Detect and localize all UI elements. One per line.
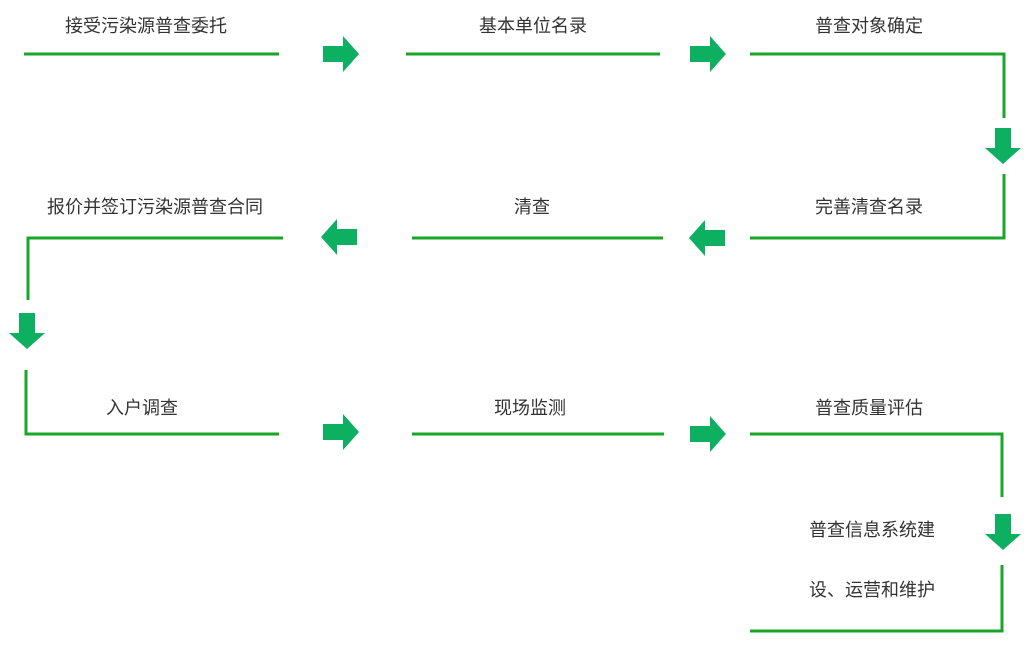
step-4-label: 完善清查名录 (815, 197, 923, 218)
arrow-down-3-icon (985, 514, 1021, 550)
connector-10 (750, 565, 1004, 633)
step-8-label: 现场监测 (494, 398, 566, 419)
flow-arrows (9, 36, 1021, 550)
step-9-label: 普查质量评估 (815, 398, 923, 419)
arrow-right-2-icon (690, 36, 726, 72)
arrow-right-3-icon (323, 414, 359, 450)
arrow-left-2-icon (689, 220, 725, 256)
connector-3 (750, 52, 1006, 118)
connector-6 (26, 236, 283, 300)
connector-lines (24, 52, 1006, 633)
step-6-label: 报价并签订污染源普查合同 (47, 197, 263, 218)
connector-4 (750, 174, 1006, 240)
step-10-label-line-1: 普查信息系统建 (809, 520, 935, 541)
step-2-label: 基本单位名录 (479, 16, 587, 37)
connector-7 (24, 370, 279, 436)
arrow-right-1-icon (323, 36, 359, 72)
step-10-label-line-2: 设、运营和维护 (809, 580, 935, 601)
step-5-label: 清查 (514, 197, 550, 218)
arrow-left-1-icon (321, 219, 357, 255)
step-7-label: 入户调查 (106, 398, 178, 419)
connector-9 (750, 432, 1004, 497)
step-3-label: 普查对象确定 (815, 16, 923, 37)
arrow-down-2-icon (9, 313, 45, 349)
step-1-label: 接受污染源普查委托 (65, 16, 227, 37)
arrow-right-4-icon (690, 416, 726, 452)
arrow-down-1-icon (985, 128, 1021, 164)
